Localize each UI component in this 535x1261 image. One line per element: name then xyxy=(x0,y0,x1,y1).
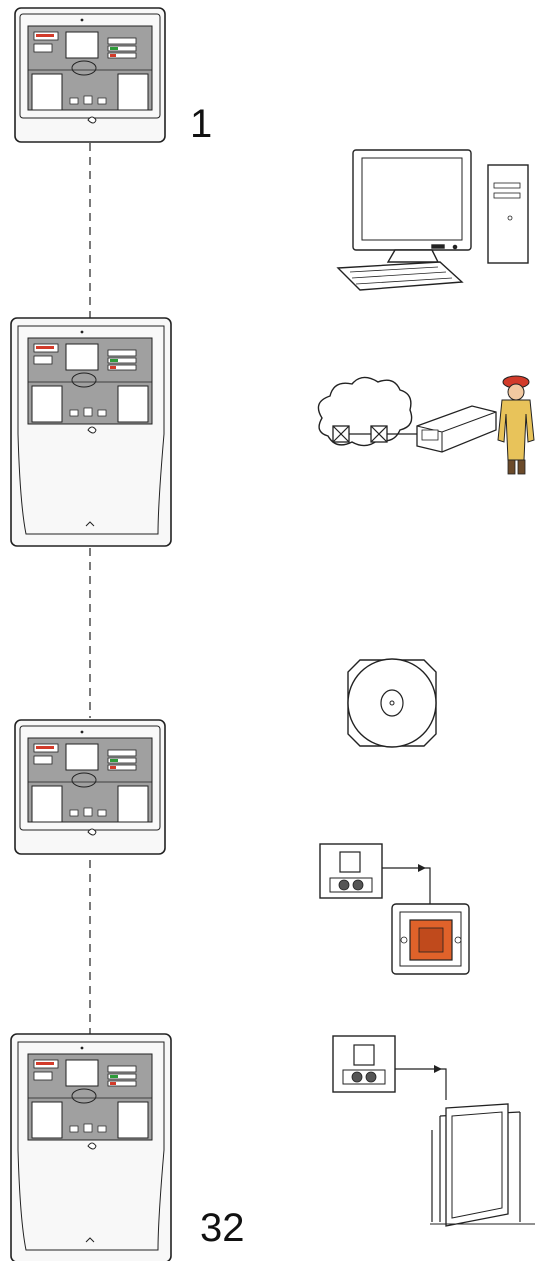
control-panel-32 xyxy=(10,1033,172,1261)
control-panel-2 xyxy=(10,317,172,547)
panel-number-first: 1 xyxy=(190,102,213,146)
network-transmission-firefighter-icon xyxy=(317,375,535,475)
manual-call-point-icon xyxy=(319,843,470,975)
computer-workstation-icon xyxy=(336,149,529,291)
door-holder-icon xyxy=(332,1035,535,1227)
control-panel-3 xyxy=(14,719,166,855)
control-panel-1 xyxy=(14,7,166,143)
sounder-siren-icon xyxy=(347,658,437,748)
panel-number-last: 32 xyxy=(200,1206,245,1250)
firefighter-icon xyxy=(497,375,535,475)
